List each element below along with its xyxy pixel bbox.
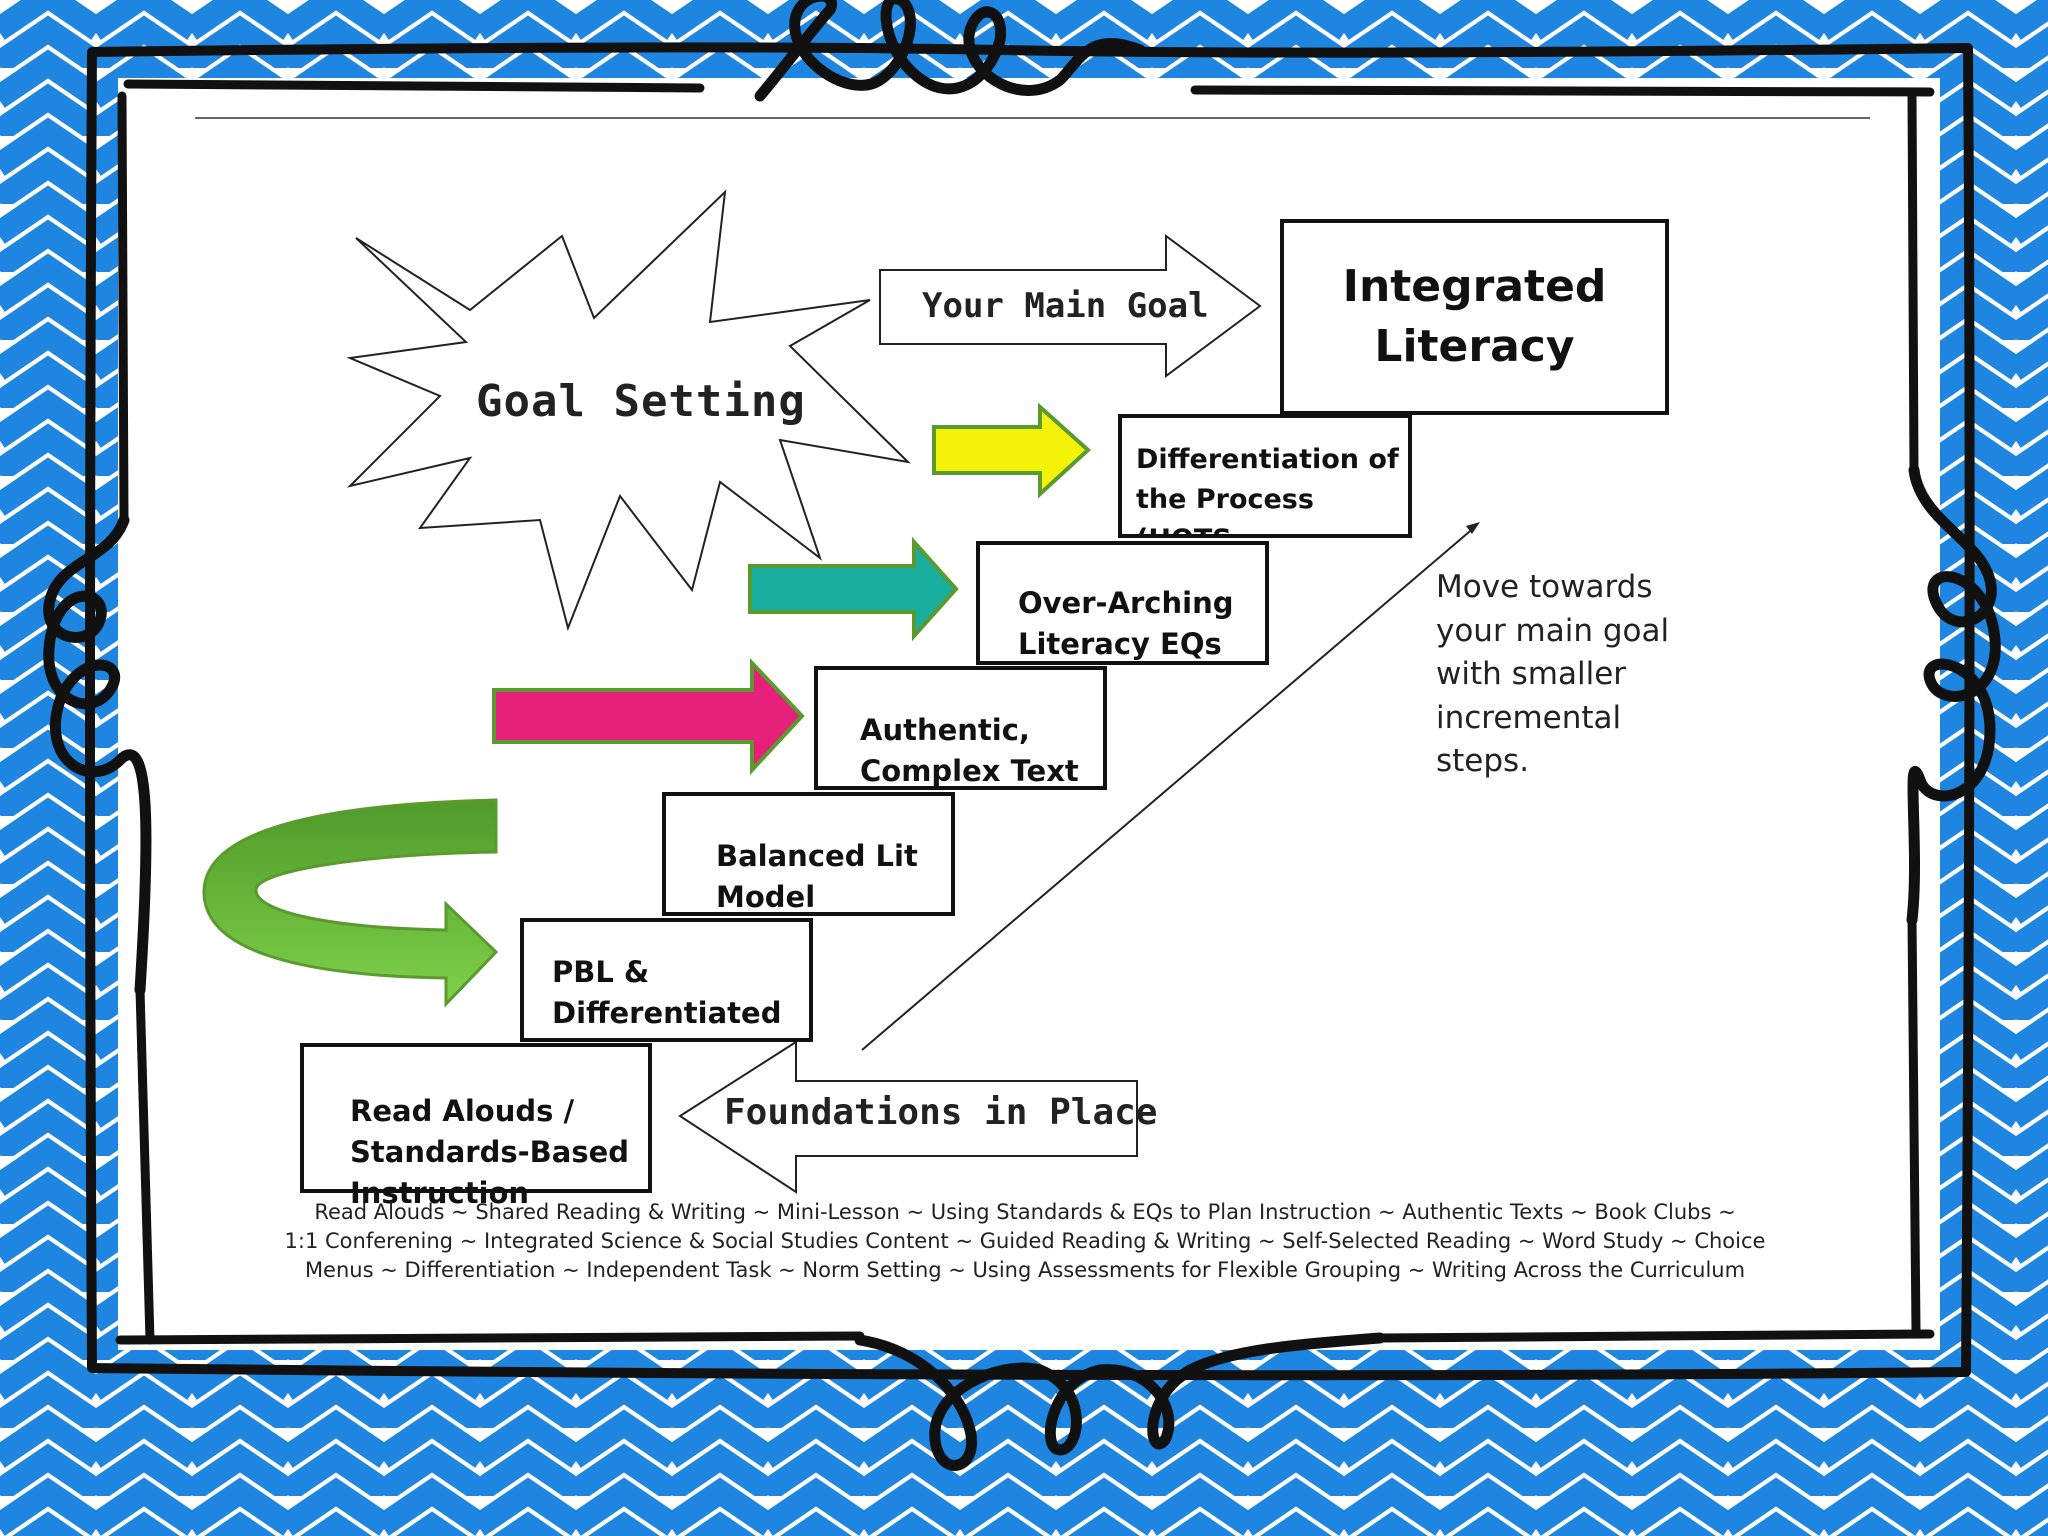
step-card: Over-Arching Literacy EQs (976, 541, 1269, 665)
teal-arrow (748, 536, 959, 642)
progress-diagonal-line (861, 525, 1477, 1051)
goal-setting-label: Goal Setting (476, 376, 806, 427)
integrated-literacy-box: Integrated Literacy (1280, 219, 1669, 415)
side-note: Move towards your main goal with smaller… (1436, 569, 1670, 779)
main-goal-label: Your Main Goal (922, 286, 1209, 326)
footer-line: Menus ~ Differentiation ~ Independent Ta… (304, 1258, 1746, 1282)
goal-setting-burst (346, 189, 911, 632)
footer-line: 1:1 Conferening ~ Integrated Science & S… (284, 1229, 1766, 1253)
footer-list: Read Alouds ~ Shared Reading & Writing ~… (260, 1198, 1790, 1285)
green-curved-arrow (202, 798, 499, 1008)
step-label: Read Alouds / Standards-Based Instructio… (350, 1094, 630, 1211)
step-label: PBL & Differentiated Products (552, 955, 782, 1038)
progress-arrowhead (1466, 522, 1480, 534)
main-goal-arrow (879, 234, 1262, 378)
step-card: Read Alouds / Standards-Based Instructio… (300, 1043, 652, 1210)
step-label: Over-Arching Literacy EQs (1018, 586, 1234, 662)
magenta-arrow (492, 657, 805, 776)
step-card: Differentiation of the Process (HOTS que… (1118, 414, 1412, 538)
foundations-label: Foundations in Place (724, 1092, 1158, 1133)
foundations-arrow (678, 1040, 1138, 1194)
step-label: Balanced Lit Model (716, 839, 918, 915)
yellow-arrow (932, 402, 1091, 499)
footer-line: Read Alouds ~ Shared Reading & Writing ~… (314, 1200, 1736, 1224)
step-card: Authentic, Complex Text (814, 666, 1107, 790)
step-label: Authentic, Complex Text (860, 713, 1079, 789)
step-card: PBL & Differentiated Products (520, 918, 813, 1042)
step-card: Balanced Lit Model (662, 792, 955, 916)
integrated-literacy-label: Integrated Literacy (1342, 261, 1607, 372)
step-label: Differentiation of the Process (HOTS que… (1136, 444, 1399, 534)
